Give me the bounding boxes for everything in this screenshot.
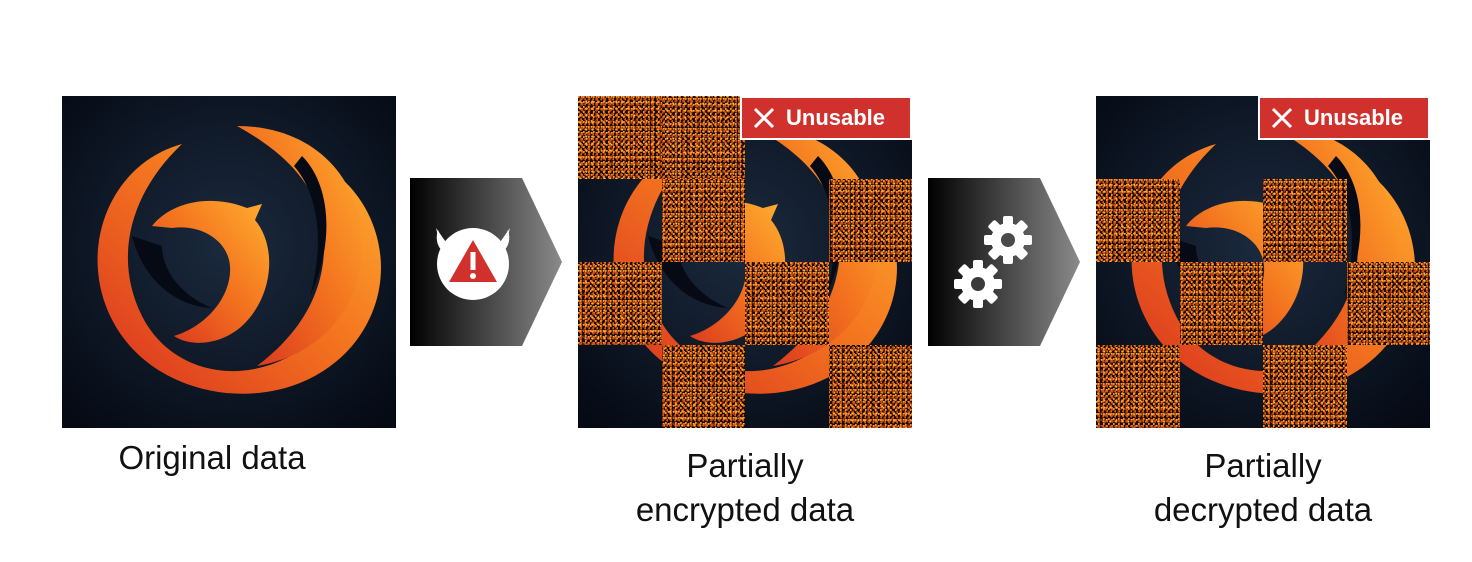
encrypted-tile [661, 96, 745, 179]
encrypted-tile [1096, 179, 1180, 262]
x-icon [1271, 107, 1293, 129]
badge-label: Unusable [786, 105, 886, 130]
caption-line: Partially [686, 447, 804, 484]
unusable-badge: Unusable [740, 96, 912, 140]
encrypt-arrow [410, 178, 562, 346]
encrypted-tile [1346, 262, 1430, 345]
caption-line: decrypted data [1153, 491, 1373, 528]
original-data-panel [62, 96, 396, 428]
encrypted-tile [745, 262, 829, 345]
encrypted-tile [661, 179, 745, 262]
encrypted-tile [661, 345, 745, 428]
original-data-caption: Original data [118, 439, 306, 476]
encrypted-tile [578, 96, 662, 179]
decrypt-arrow [928, 178, 1080, 346]
encrypted-tile [1179, 262, 1263, 345]
encrypted-tile [1263, 345, 1347, 428]
caption-line: Partially [1204, 447, 1322, 484]
encrypted-tile [1096, 345, 1180, 428]
caption-line: encrypted data [635, 491, 855, 528]
phoenix-logo-image [62, 96, 396, 428]
encrypted-data-panel: Unusable [578, 96, 912, 428]
encrypted-data-caption: Partially encrypted data [578, 444, 912, 532]
encrypted-tiles [1096, 96, 1430, 428]
decrypted-data-caption: Partially decrypted data [1096, 444, 1430, 532]
decrypted-data-panel: Unusable [1096, 96, 1430, 428]
devil-warning-icon [436, 228, 510, 300]
x-icon [753, 107, 775, 129]
badge-label: Unusable [1304, 105, 1404, 130]
unusable-badge: Unusable [1258, 96, 1430, 140]
encrypted-tile [828, 179, 912, 262]
gears-icon [954, 216, 1032, 308]
encrypted-tile [1263, 179, 1347, 262]
encrypted-tiles [578, 96, 912, 428]
encrypted-tile [578, 262, 662, 345]
encrypted-tile [828, 345, 912, 428]
